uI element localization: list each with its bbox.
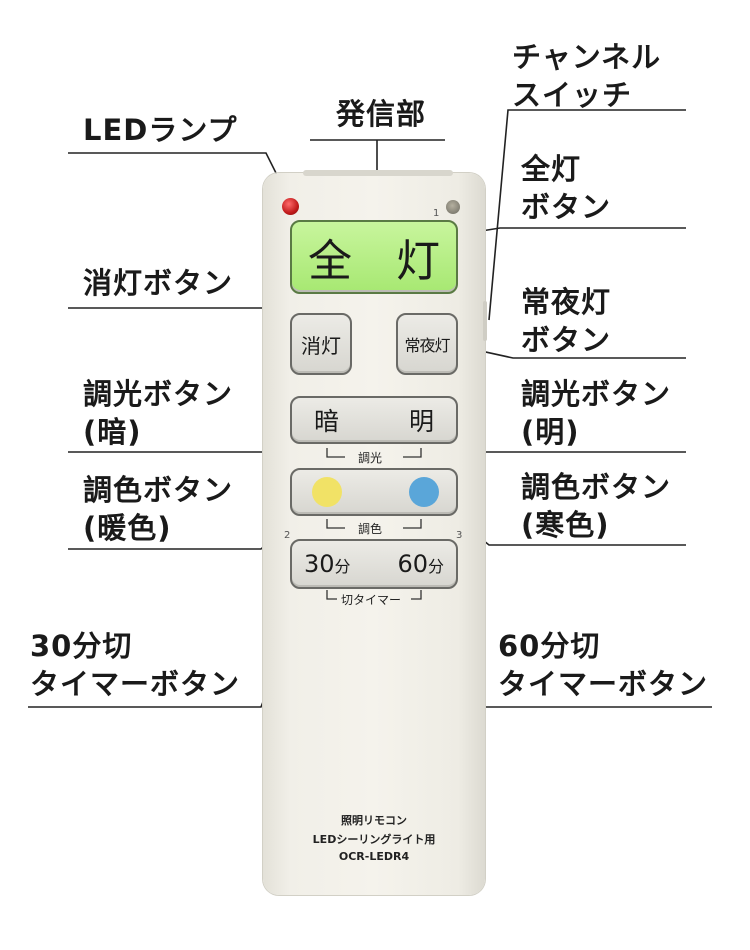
- full-light-button[interactable]: 全 灯: [290, 220, 458, 294]
- dim-dark-label: 暗: [314, 407, 340, 436]
- leader-channel-switch: [488, 109, 686, 321]
- product-name: 照明リモコン: [341, 814, 407, 827]
- cool-color-dot: [409, 477, 439, 507]
- dimming-button[interactable]: 暗 明: [290, 396, 458, 444]
- led-lamp: [282, 198, 299, 215]
- night-light-label: 常夜灯: [404, 336, 450, 355]
- warm-color-dot: [312, 477, 342, 507]
- label-transmitter: 発信部: [336, 97, 427, 131]
- label-night-light: 常夜灯 ボタン: [521, 285, 612, 357]
- channel-mark-2: 2: [284, 530, 291, 541]
- label-color-cool: 調色ボタン (寒色): [521, 470, 672, 542]
- color-group-label: 調色: [358, 522, 383, 536]
- timer-bracket: [326, 590, 422, 600]
- timer-60-label: 60分: [397, 550, 444, 578]
- label-timer-30: 30分切 タイマーボタン: [30, 629, 241, 701]
- label-full-light: 全灯 ボタン: [521, 152, 612, 224]
- label-dim-bright: 調光ボタン (明): [521, 377, 672, 449]
- product-use: LEDシーリングライト用: [312, 833, 436, 846]
- night-light-button[interactable]: 常夜灯: [396, 313, 458, 375]
- off-button[interactable]: 消灯: [290, 313, 352, 375]
- channel-mark-3: 3: [456, 530, 463, 541]
- label-off: 消灯ボタン: [83, 266, 234, 300]
- dim-group-label: 調光: [358, 451, 383, 465]
- label-color-warm: 調色ボタン (暖色): [83, 473, 234, 545]
- transmitter-window: [303, 170, 453, 176]
- channel-switch[interactable]: [483, 301, 487, 341]
- dim-bright-label: 明: [408, 407, 434, 436]
- label-dim-dark: 調光ボタン (暗): [83, 377, 234, 449]
- timer-button[interactable]: 30分 60分: [290, 539, 458, 589]
- channel-mark: 1: [433, 208, 440, 219]
- label-timer-60: 60分切 タイマーボタン: [498, 629, 709, 701]
- color-bracket: [326, 519, 422, 529]
- color-button[interactable]: [290, 468, 458, 516]
- ir-sensor: [446, 200, 460, 214]
- label-channel-switch: チャンネル スイッチ: [512, 40, 662, 112]
- model-number: OCR-LEDR4: [338, 850, 410, 863]
- leader-led-lamp: [68, 152, 293, 206]
- remote-control: 1 全 灯 消灯 常夜灯 暗 明 調光 調: [263, 170, 487, 895]
- label-led-lamp: LEDランプ: [83, 113, 238, 147]
- timer-30-label: 30分: [304, 550, 351, 578]
- timer-group-label: 切タイマー: [341, 593, 402, 607]
- dim-bracket: [326, 448, 422, 458]
- full-light-label: 全 灯: [308, 236, 440, 287]
- off-label: 消灯: [301, 333, 341, 358]
